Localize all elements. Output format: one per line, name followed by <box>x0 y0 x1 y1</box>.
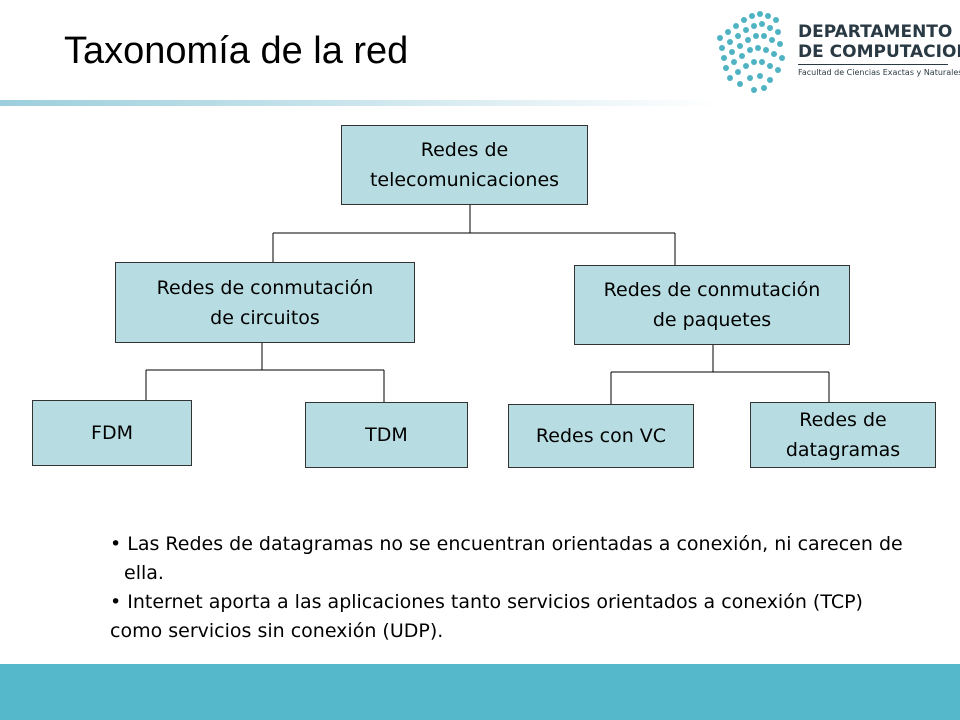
dots-logo-icon <box>717 11 785 93</box>
note-item: • Internet aporta a las aplicaciones tan… <box>110 591 863 642</box>
note-item: • Las Redes de datagramas no se encuentr… <box>110 533 903 584</box>
node-packet-switching: Redes de conmutación de paquetes <box>574 265 850 345</box>
node-fdm: FDM <box>32 400 192 466</box>
logo-line-3: Facultad de Ciencias Exactas y Naturales… <box>798 68 960 77</box>
logo-line-1: DEPARTAMENTO <box>798 22 953 42</box>
node-datagram-networks: Redes de datagramas <box>750 402 936 468</box>
page-title: Taxonomía de la red <box>64 30 409 72</box>
logo-line-2: DE COMPUTACION <box>798 42 960 62</box>
node-tdm: TDM <box>305 402 468 468</box>
notes-list: • Las Redes de datagramas no se encuentr… <box>110 530 910 646</box>
node-telecom-networks: Redes de telecomunicaciones <box>341 125 588 205</box>
node-circuit-switching: Redes de conmutación de circuitos <box>115 262 415 343</box>
department-logo: DEPARTAMENTO DE COMPUTACION Facultad de … <box>710 8 960 98</box>
logo-rule <box>798 64 948 65</box>
footer-band <box>0 664 960 720</box>
header-divider <box>0 100 960 106</box>
node-vc-networks: Redes con VC <box>508 404 694 468</box>
